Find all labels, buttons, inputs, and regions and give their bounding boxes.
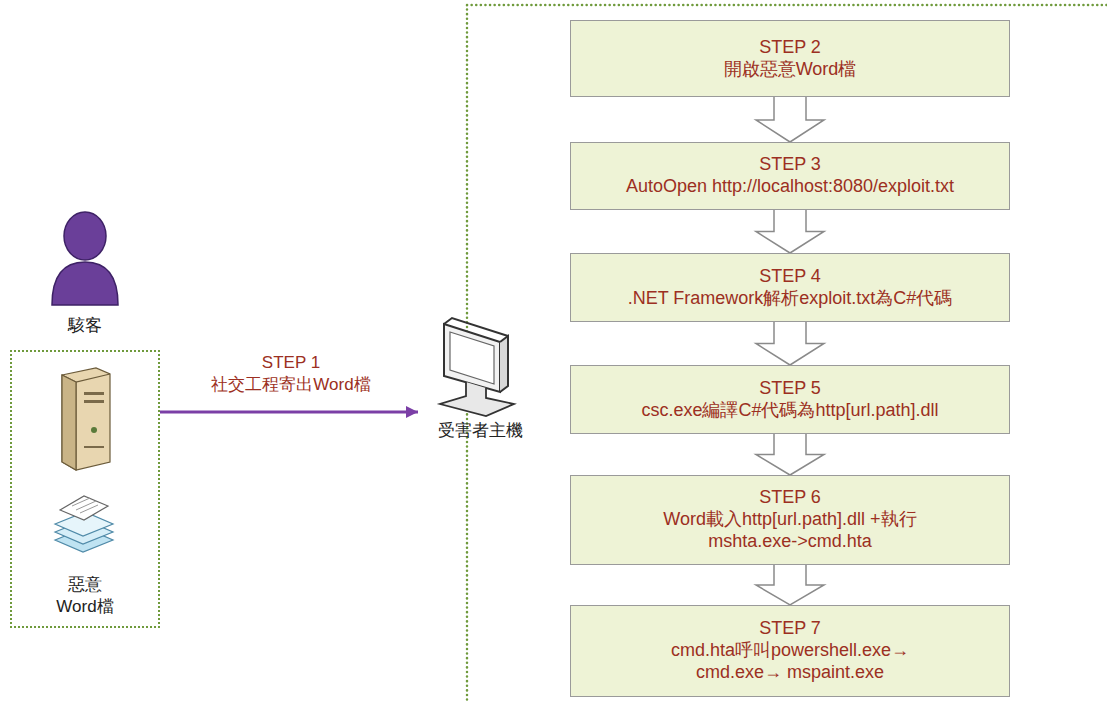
server-icon xyxy=(62,368,110,470)
step-number: STEP 2 xyxy=(759,37,821,59)
block-arrow xyxy=(756,565,824,605)
node-label: 惡意 Word檔 xyxy=(45,574,125,618)
step-text: 開啟惡意Word檔 xyxy=(724,59,857,81)
hacker-icon xyxy=(52,212,118,305)
actor-label: 駭客 xyxy=(40,314,130,337)
block-arrow xyxy=(756,210,824,253)
step-number: STEP 4 xyxy=(759,266,821,288)
node-label: 受害者主機 xyxy=(438,420,523,442)
process-box: STEP 5csc.exe編譯C#代碼為http[url.path].dll xyxy=(570,365,1010,434)
process-box: STEP 6Word載入http[url.path].dll +執行 mshta… xyxy=(570,475,1010,565)
documents-icon xyxy=(55,496,113,552)
block-arrow xyxy=(756,97,824,142)
step-text: AutoOpen http://localhost:8080/exploit.t… xyxy=(626,176,954,198)
process-box: STEP 4.NET Framework解析exploit.txt為C#代碼 xyxy=(570,253,1010,322)
host-node: 受害者主機 xyxy=(418,316,542,444)
process-box: STEP 3AutoOpen http://localhost:8080/exp… xyxy=(570,142,1010,210)
step-number: STEP 7 xyxy=(759,618,821,640)
edge-label: STEP 1 社交工程寄出Word檔 xyxy=(199,352,383,396)
step-text: csc.exe編譯C#代碼為http[url.path].dll xyxy=(641,400,938,422)
step-text: .NET Framework解析exploit.txt為C#代碼 xyxy=(628,288,953,310)
step-number: STEP 6 xyxy=(759,487,821,509)
block-arrow xyxy=(756,322,824,365)
step-number: STEP 3 xyxy=(759,154,821,176)
region-outline xyxy=(467,5,1107,702)
step-number: STEP 5 xyxy=(759,378,821,400)
block-arrow xyxy=(756,434,824,475)
step-text: cmd.hta呼叫powershell.exe→ cmd.exe→ mspain… xyxy=(648,640,933,684)
process-box: STEP 7cmd.hta呼叫powershell.exe→ cmd.exe→ … xyxy=(570,605,1010,697)
process-box: STEP 2開啟惡意Word檔 xyxy=(570,20,1010,97)
send-arrow xyxy=(160,411,418,414)
group-box: 惡意 Word檔 xyxy=(10,350,160,628)
monitor-icon xyxy=(440,318,514,416)
step-text: Word載入http[url.path].dll +執行 mshta.exe->… xyxy=(654,509,926,553)
